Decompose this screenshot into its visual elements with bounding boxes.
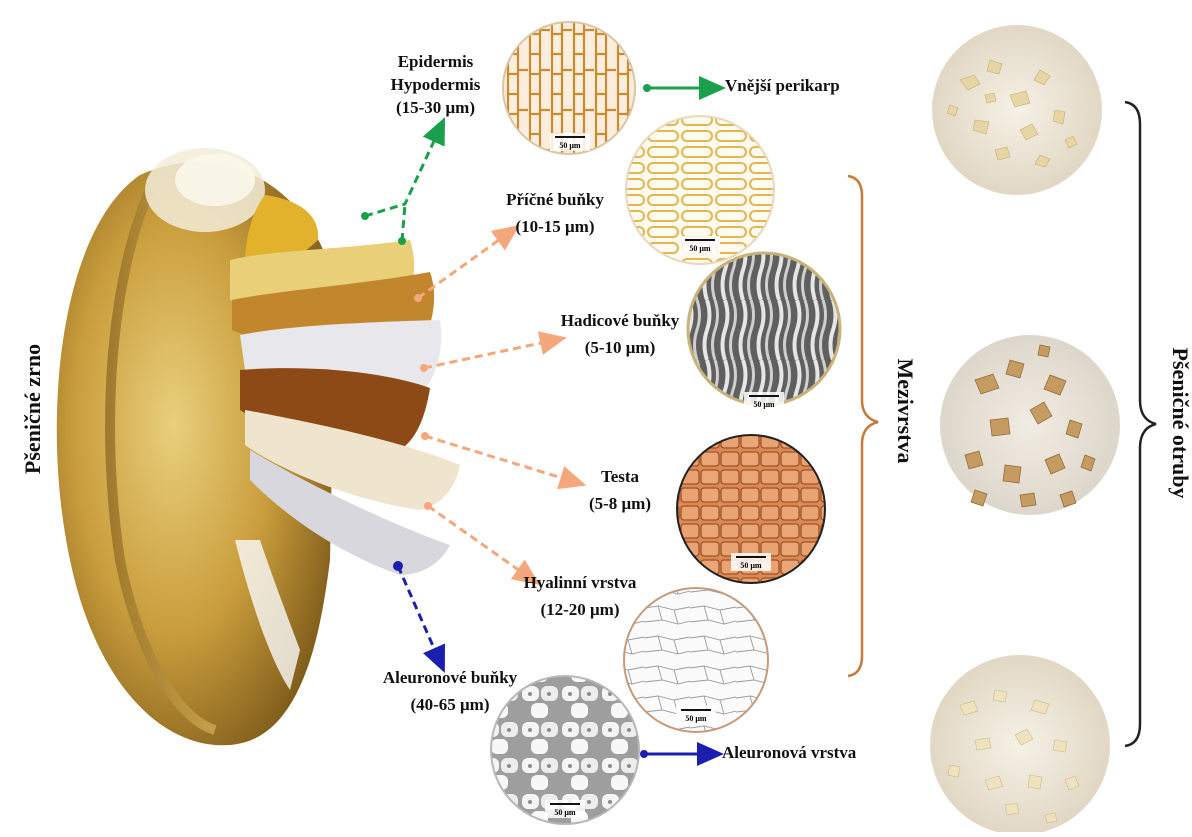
bran-photo-1 [932, 25, 1102, 195]
label-tube-cells-size: (5-10 μm) [535, 336, 705, 359]
grain-layer-sheets [230, 195, 460, 690]
label-hyaline: Hyalinní vrstva (12-20 μm) [500, 571, 660, 621]
scale-bar-label: 50 μm [685, 714, 707, 723]
label-epidermis: Epidermis Hypodermis (15-30 μm) [368, 50, 503, 119]
scale-bar-label: 50 μm [740, 561, 762, 570]
wheat-grain-label: Pšeničné zrno [20, 324, 46, 494]
arrow-aleurone-layer [640, 750, 712, 758]
brace-otruby [1125, 102, 1156, 746]
micrograph-testa: 50 μm [675, 433, 830, 588]
label-tube-cells-name: Hadicové buňky [535, 309, 705, 332]
label-tube-cells: Hadicové buňky (5-10 μm) [535, 309, 705, 359]
label-aleurone-cells-name: Aleuronové buňky [360, 666, 540, 689]
label-testa: Testa (5-8 μm) [570, 465, 670, 515]
scale-bar-label: 50 μm [554, 808, 576, 817]
label-epidermis-name1: Epidermis [368, 50, 503, 73]
label-aleurone-cells-size: (40-65 μm) [360, 693, 540, 716]
arrow-hyaline [424, 502, 530, 578]
label-hyaline-name: Hyalinní vrstva [500, 571, 660, 594]
label-cross-cells: Příčné buňky (10-15 μm) [480, 188, 630, 238]
micrograph-tube-cells: 50 μm [685, 250, 845, 410]
intermediate-layer-label: Mezivrstva [892, 356, 918, 466]
label-aleurone-cells: Aleuronové buňky (40-65 μm) [360, 666, 540, 716]
label-testa-name: Testa [570, 465, 670, 488]
arrow-epidermis [361, 128, 440, 245]
bran-photo-2 [940, 335, 1120, 515]
label-epidermis-name2: Hypodermis [368, 73, 503, 96]
scale-bar-label: 50 μm [689, 244, 711, 253]
scale-bar-label: 50 μm [559, 141, 581, 150]
brace-mezivrstva [848, 176, 878, 676]
label-testa-size: (5-8 μm) [570, 492, 670, 515]
arrow-outer-pericarp [643, 84, 714, 92]
arrow-aleurone-cells [393, 561, 440, 662]
label-epidermis-size: (15-30 μm) [368, 96, 503, 119]
micrograph-epidermis: 50 μm [500, 20, 640, 160]
label-hyaline-size: (12-20 μm) [500, 598, 660, 621]
label-outer-pericarp: Vnější perikarp [725, 74, 840, 97]
label-cross-cells-name: Příčné buňky [480, 188, 630, 211]
bran-photo-3 [930, 655, 1110, 832]
scale-bar-label: 50 μm [753, 400, 775, 409]
wheat-bran-label: Pšeničné otruby [1167, 323, 1192, 523]
micrograph-cross-cells: 50 μm [620, 110, 780, 270]
label-aleurone-layer: Aleuronová vrstva [722, 741, 856, 764]
label-cross-cells-size: (10-15 μm) [480, 215, 630, 238]
